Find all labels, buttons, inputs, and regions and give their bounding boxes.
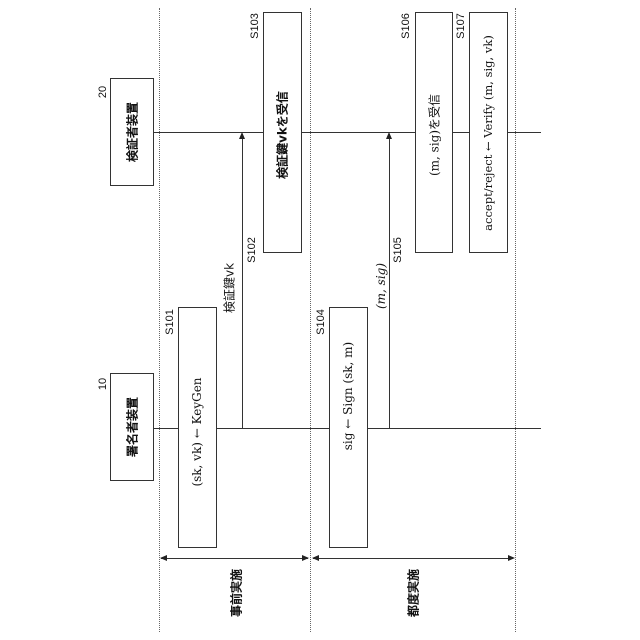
send-vk-arrow (242, 134, 243, 428)
phase-divider (310, 8, 311, 632)
verifier-ref: 20 (97, 86, 109, 98)
receive-vk-step-box: 検証鍵vkを受信 (263, 12, 302, 253)
step-id: S104 (315, 309, 327, 335)
verify-step-text: accept/reject ← Verify (m, sig, vk) (481, 35, 495, 231)
signer-ref: 10 (97, 378, 109, 390)
keygen-step-box: (sk, vk) ← KeyGen (178, 307, 217, 548)
step-id: S106 (400, 13, 412, 39)
phase-divider (515, 8, 516, 632)
keygen-step-text: (sk, vk) ← KeyGen (190, 377, 204, 486)
arrowhead-icon (508, 555, 515, 561)
receive-vk-text: 検証鍵vkを受信 (274, 91, 291, 179)
phase-span-arrow (161, 558, 308, 559)
verify-step-box: accept/reject ← Verify (m, sig, vk) (469, 12, 508, 253)
signer-device-box: 署名者装置 (110, 373, 154, 481)
receive-signature-text: (m, sig)を受信 (426, 94, 443, 176)
arrowhead-icon (239, 132, 245, 139)
step-id: S101 (164, 309, 176, 335)
verifier-device-box: 検証者装置 (110, 78, 154, 186)
step-id: S102 (246, 237, 258, 263)
send-vk-label: 検証鍵vk (221, 263, 238, 313)
sign-step-box: sig ← Sign (sk, m) (329, 307, 368, 548)
send-signature-arrow (389, 134, 390, 428)
signer-device-label: 署名者装置 (124, 397, 141, 457)
step-id: S103 (249, 13, 261, 39)
sign-step-text: sig ← Sign (sk, m) (341, 342, 355, 450)
receive-signature-step-box: (m, sig)を受信 (415, 12, 453, 253)
arrowhead-icon (312, 555, 319, 561)
phase-divider (159, 8, 160, 632)
arrowhead-icon (302, 555, 309, 561)
phase-label-advance: 事前実施 (228, 569, 245, 617)
phase-label-each-time: 都度実施 (405, 569, 422, 617)
arrowhead-icon (160, 555, 167, 561)
send-signature-label: (m, sig) (374, 263, 388, 309)
verifier-device-label: 検証者装置 (124, 102, 141, 162)
arrowhead-icon (386, 132, 392, 139)
step-id: S107 (455, 13, 467, 39)
phase-span-arrow (313, 558, 513, 559)
step-id: S105 (392, 237, 404, 263)
